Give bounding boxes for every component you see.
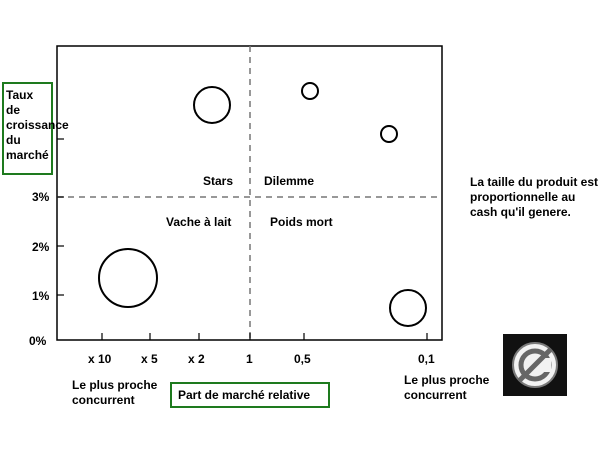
product-bubble bbox=[389, 289, 427, 327]
x-tick-label: x 2 bbox=[188, 352, 205, 366]
x-tick-label: x 5 bbox=[141, 352, 158, 366]
product-bubble bbox=[193, 86, 231, 124]
x-tick-label: 0,5 bbox=[294, 352, 311, 366]
x-axis-ticks bbox=[101, 333, 428, 340]
quadrant-label-cash-cow: Vache à lait bbox=[166, 215, 231, 229]
y-axis-ticks bbox=[57, 138, 64, 296]
right-competitor-label: Le plus proche concurrent bbox=[404, 373, 490, 402]
quadrant-label-dead-weight: Poids mort bbox=[270, 215, 333, 229]
left-competitor-label: Le plus proche concurrent bbox=[72, 378, 158, 407]
product-bubble bbox=[98, 248, 158, 308]
quadrant-label-dilemma: Dilemme bbox=[264, 174, 314, 188]
y-tick-label: 0% bbox=[29, 334, 47, 348]
x-tick-label: 1 bbox=[246, 352, 253, 366]
no-copyright-icon bbox=[503, 334, 567, 396]
x-tick-label: x 10 bbox=[88, 352, 112, 366]
quadrant-label-stars: Stars bbox=[203, 174, 233, 188]
size-note: La taille du produit est proportionnelle… bbox=[470, 175, 599, 219]
y-tick-label: 1% bbox=[32, 289, 50, 303]
x-tick-label: 0,1 bbox=[418, 352, 435, 366]
y-tick-label: 2% bbox=[32, 240, 50, 254]
y-axis-label: Taux de croissance du marché bbox=[2, 82, 69, 175]
product-bubbles bbox=[98, 82, 427, 327]
product-bubble bbox=[301, 82, 319, 100]
y-tick-label: 3% bbox=[32, 190, 50, 204]
product-bubble bbox=[380, 125, 398, 143]
x-axis-label: Part de marché relative bbox=[170, 382, 330, 408]
